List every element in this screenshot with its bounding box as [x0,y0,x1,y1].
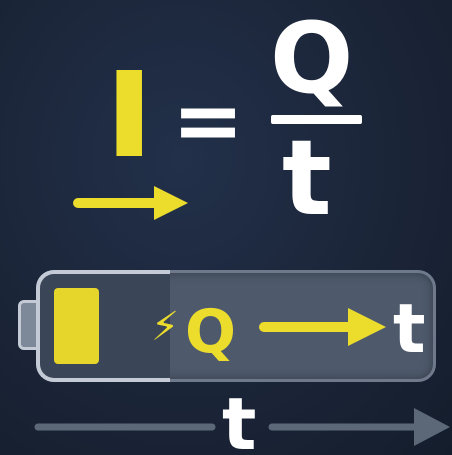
battery-charge-fill [54,288,99,364]
timeline-arrow-icon [34,408,450,446]
current-arrow-icon [73,186,188,220]
lightning-bolt-icon: ⚡ [151,304,180,350]
flow-arrow-icon [259,308,386,346]
current-symbol: I [104,46,155,184]
battery-charge-label: Q [185,297,237,367]
timeline-time-label: t [222,382,257,455]
fraction-bar [271,115,362,124]
equals-sign: = [172,71,245,171]
fraction-denominator-time: t [282,117,332,239]
battery-time-label: t [393,290,426,369]
fraction-numerator-charge: Q [270,2,354,116]
